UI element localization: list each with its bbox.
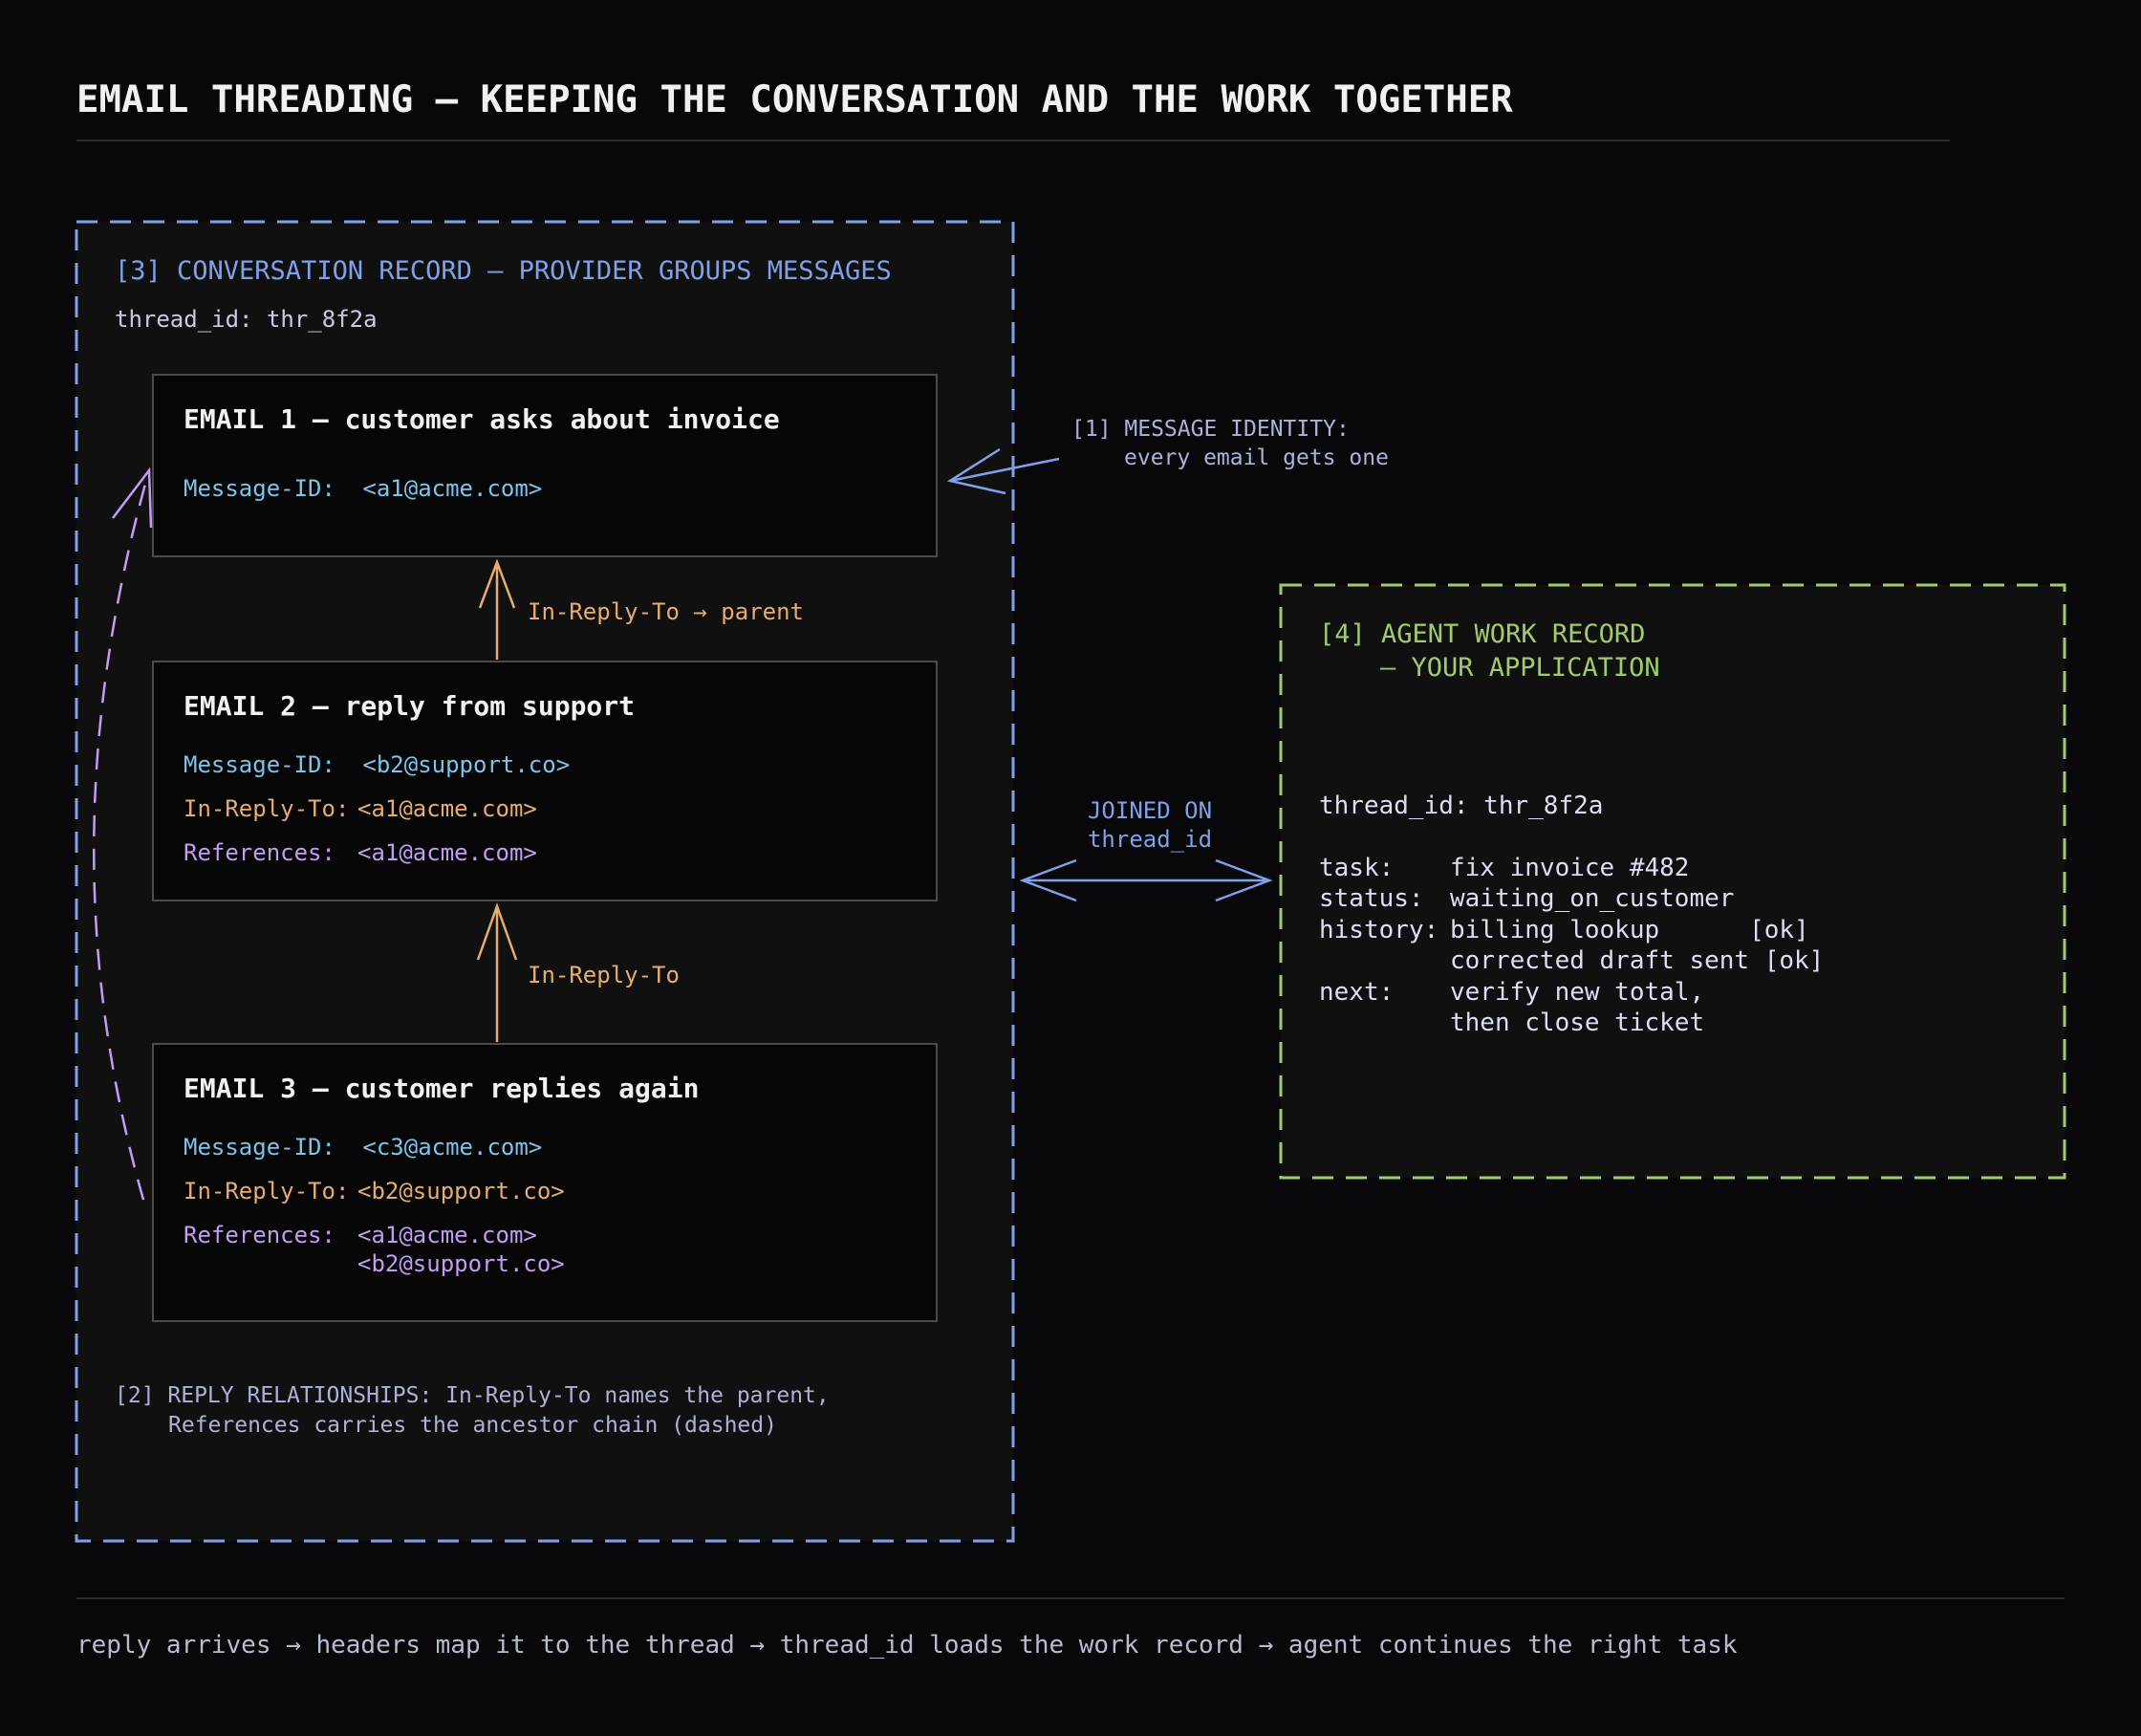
email-2-references: References: <a1@acme.com>	[184, 839, 537, 866]
references-chain-arrow	[93, 467, 153, 1201]
in-reply-to-arrow-1-head	[478, 558, 516, 609]
agent-work-record-panel	[1279, 583, 2066, 1180]
work-history-item-2: corrected draft sent [ok]	[1450, 946, 1824, 975]
work-record-heading-line-1: [4] AGENT WORK RECORD	[1319, 619, 1645, 649]
email-3-title: EMAIL 3 — customer replies again	[184, 1073, 699, 1104]
email-2-message-id-value: <b2@support.co>	[362, 751, 570, 778]
email-card-1: EMAIL 1 — customer asks about invoice Me…	[152, 374, 938, 557]
message-identity-arrow-shaft	[949, 457, 1060, 483]
message-identity-note-line-2: every email gets one	[1124, 445, 1389, 470]
email-3-references-value-2: <b2@support.co>	[357, 1250, 565, 1277]
email-2-message-id-label: Message-ID:	[184, 751, 335, 778]
work-next-line-2: then close ticket	[1450, 1009, 1704, 1037]
reply-relationships-note-line-2: References carries the ancestor chain (d…	[168, 1413, 777, 1438]
email-2-message-id: Message-ID: <b2@support.co>	[184, 751, 570, 778]
work-history-item-1: billing lookup [ok]	[1450, 916, 1809, 944]
email-3-in-reply-to-value: <b2@support.co>	[357, 1178, 565, 1204]
email-card-2: EMAIL 2 — reply from support Message-ID:…	[152, 661, 938, 901]
in-reply-to-label: In-Reply-To	[528, 962, 680, 988]
work-history-label: history:	[1319, 916, 1438, 944]
join-arrow-head-right	[1215, 858, 1273, 902]
email-2-in-reply-to-value: <a1@acme.com>	[357, 795, 537, 822]
join-arrow	[1019, 858, 1273, 902]
email-3-message-id-value: <c3@acme.com>	[362, 1134, 542, 1161]
work-task-label: task:	[1319, 854, 1394, 882]
footer-flow: reply arrives → headers map it to the th…	[76, 1631, 1738, 1660]
reply-relationships-note-line-1: [2] REPLY RELATIONSHIPS: In-Reply-To nam…	[115, 1383, 830, 1408]
work-next-label: next:	[1319, 978, 1394, 1007]
in-reply-to-arrow-1	[478, 558, 516, 660]
page-title: EMAIL THREADING — KEEPING THE CONVERSATI…	[76, 78, 1513, 121]
email-3-references-value-1: <a1@acme.com>	[357, 1222, 537, 1248]
work-thread-id: thread_id: thr_8f2a	[1319, 792, 1603, 820]
message-identity-arrow	[946, 447, 1060, 495]
references-chain-head	[112, 467, 153, 529]
email-3-references: References: <a1@acme.com>	[184, 1222, 537, 1248]
work-task-value: fix invoice #482	[1450, 854, 1689, 882]
email-card-3: EMAIL 3 — customer replies again Message…	[152, 1043, 938, 1322]
email-1-message-id-value: <a1@acme.com>	[362, 475, 542, 502]
email-3-in-reply-to-label: In-Reply-To:	[184, 1178, 349, 1204]
email-2-in-reply-to-label: In-Reply-To:	[184, 795, 349, 822]
message-identity-arrow-head	[946, 447, 1006, 495]
email-3-references-label: References:	[184, 1222, 335, 1248]
email-card-2-box	[152, 661, 938, 901]
conversation-thread-id: thread_id: thr_8f2a	[115, 306, 378, 333]
work-status-label: status:	[1319, 884, 1424, 913]
join-label-line-1: JOINED ON	[1088, 797, 1212, 824]
email-card-3-box	[152, 1043, 938, 1322]
email-3-message-id: Message-ID: <c3@acme.com>	[184, 1134, 542, 1161]
conversation-record-heading: [3] CONVERSATION RECORD — PROVIDER GROUP…	[115, 256, 892, 286]
email-2-references-value: <a1@acme.com>	[357, 839, 537, 866]
email-2-in-reply-to: In-Reply-To: <a1@acme.com>	[184, 795, 537, 822]
email-2-references-label: References:	[184, 839, 335, 866]
message-identity-note-line-1: [1] MESSAGE IDENTITY:	[1071, 417, 1350, 442]
email-3-message-id-label: Message-ID:	[184, 1134, 335, 1161]
email-1-message-id-label: Message-ID:	[184, 475, 335, 502]
email-3-in-reply-to: In-Reply-To: <b2@support.co>	[184, 1178, 565, 1204]
join-label-line-2: thread_id	[1088, 826, 1212, 853]
in-reply-to-arrow-2-head	[476, 902, 518, 961]
email-2-title: EMAIL 2 — reply from support	[184, 690, 635, 722]
in-reply-to-parent-label: In-Reply-To → parent	[528, 598, 804, 625]
email-1-message-id: Message-ID: <a1@acme.com>	[184, 475, 542, 502]
join-arrow-head-left	[1019, 858, 1077, 902]
work-next-line-1: verify new total,	[1450, 978, 1704, 1007]
work-record-heading-line-2: — YOUR APPLICATION	[1380, 653, 1660, 683]
references-chain-path	[93, 469, 151, 1201]
in-reply-to-arrow-2	[476, 902, 518, 1042]
work-status-value: waiting_on_customer	[1450, 884, 1734, 913]
email-card-1-box	[152, 374, 938, 557]
email-1-title: EMAIL 1 — customer asks about invoice	[184, 403, 780, 435]
